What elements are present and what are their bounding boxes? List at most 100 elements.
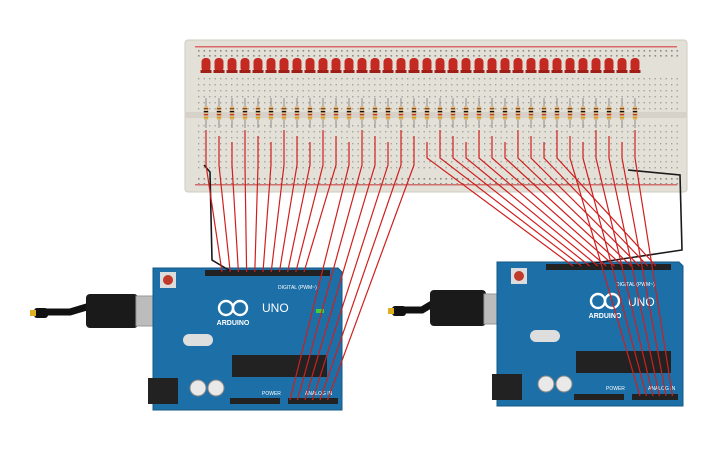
signal-wire[interactable] bbox=[465, 142, 599, 267]
resistor[interactable] bbox=[450, 98, 456, 128]
signal-wire[interactable] bbox=[319, 130, 402, 401]
signal-wire[interactable] bbox=[254, 136, 259, 273]
led[interactable] bbox=[356, 58, 368, 73]
resistor[interactable] bbox=[502, 98, 508, 128]
resistor[interactable] bbox=[424, 98, 430, 128]
led[interactable] bbox=[538, 58, 550, 73]
led[interactable] bbox=[486, 58, 498, 73]
led[interactable] bbox=[421, 58, 433, 73]
resistor[interactable] bbox=[385, 98, 391, 128]
resistor[interactable] bbox=[216, 98, 222, 128]
led[interactable] bbox=[382, 58, 394, 73]
signal-wire[interactable] bbox=[634, 130, 674, 397]
signal-wire[interactable] bbox=[262, 142, 272, 273]
led[interactable] bbox=[213, 58, 225, 73]
led[interactable] bbox=[239, 58, 251, 73]
led[interactable] bbox=[343, 58, 355, 73]
resistor[interactable] bbox=[307, 98, 313, 128]
led[interactable] bbox=[304, 58, 316, 73]
resistor[interactable] bbox=[281, 98, 287, 128]
ground-wire[interactable] bbox=[574, 169, 683, 267]
signal-wire[interactable] bbox=[621, 142, 667, 397]
resistor[interactable] bbox=[515, 98, 521, 128]
signal-wire[interactable] bbox=[478, 130, 607, 267]
signal-wire[interactable] bbox=[304, 136, 376, 401]
signal-wire[interactable] bbox=[303, 136, 337, 273]
arduino-uno-board-2[interactable]: ARDUINO UNO DIGITAL (PWM~) POWER ANALOG … bbox=[492, 261, 684, 407]
resistor[interactable] bbox=[203, 98, 209, 128]
resistor[interactable] bbox=[593, 98, 599, 128]
led[interactable] bbox=[473, 58, 485, 73]
arduino-uno-board-1[interactable]: ARDUINO UNO DIGITAL (PWM~) POWER ANALOG … bbox=[148, 267, 343, 411]
led[interactable] bbox=[252, 58, 264, 73]
signal-wire[interactable] bbox=[244, 130, 248, 273]
resistor[interactable] bbox=[437, 98, 443, 128]
led[interactable] bbox=[577, 58, 589, 73]
led[interactable] bbox=[525, 58, 537, 73]
led[interactable] bbox=[317, 58, 329, 73]
signal-wire[interactable] bbox=[426, 142, 574, 267]
resistor[interactable] bbox=[411, 98, 417, 128]
led[interactable] bbox=[200, 58, 212, 73]
resistor[interactable] bbox=[320, 98, 326, 128]
led[interactable] bbox=[330, 58, 342, 73]
signal-wire[interactable] bbox=[287, 142, 311, 273]
reset-button[interactable] bbox=[163, 275, 173, 285]
signal-wire[interactable] bbox=[569, 136, 641, 397]
signal-wire[interactable] bbox=[311, 142, 389, 401]
signal-wire[interactable] bbox=[439, 130, 582, 267]
led[interactable] bbox=[603, 58, 615, 73]
signal-wire[interactable] bbox=[608, 136, 661, 397]
led[interactable] bbox=[265, 58, 277, 73]
led[interactable] bbox=[434, 58, 446, 73]
resistor[interactable] bbox=[528, 98, 534, 128]
signal-wire[interactable] bbox=[582, 142, 648, 397]
resistor[interactable] bbox=[229, 98, 235, 128]
signal-wire[interactable] bbox=[595, 130, 654, 397]
resistor[interactable] bbox=[398, 98, 404, 128]
led[interactable] bbox=[551, 58, 563, 73]
reset-button[interactable] bbox=[514, 271, 524, 281]
led[interactable] bbox=[564, 58, 576, 73]
led[interactable] bbox=[226, 58, 238, 73]
resistor[interactable] bbox=[268, 98, 274, 128]
signal-wire[interactable] bbox=[231, 142, 239, 273]
signal-wire[interactable] bbox=[278, 136, 298, 273]
resistor[interactable] bbox=[606, 98, 612, 128]
resistor[interactable] bbox=[554, 98, 560, 128]
resistor[interactable] bbox=[463, 98, 469, 128]
signal-wire[interactable] bbox=[556, 130, 657, 267]
resistor[interactable] bbox=[333, 98, 339, 128]
resistor[interactable] bbox=[346, 98, 352, 128]
resistor[interactable] bbox=[294, 98, 300, 128]
signal-wire[interactable] bbox=[296, 130, 363, 401]
led[interactable] bbox=[590, 58, 602, 73]
signal-wire[interactable] bbox=[517, 130, 632, 267]
led[interactable] bbox=[278, 58, 290, 73]
led[interactable] bbox=[447, 58, 459, 73]
led[interactable] bbox=[629, 58, 641, 73]
signal-wire[interactable] bbox=[218, 136, 231, 273]
resistor[interactable] bbox=[580, 98, 586, 128]
usb-cable-2[interactable] bbox=[388, 290, 515, 326]
resistor[interactable] bbox=[242, 98, 248, 128]
resistor[interactable] bbox=[567, 98, 573, 128]
resistor[interactable] bbox=[359, 98, 365, 128]
signal-wire[interactable] bbox=[530, 136, 640, 267]
led[interactable] bbox=[499, 58, 511, 73]
resistor[interactable] bbox=[372, 98, 378, 128]
resistor[interactable] bbox=[255, 98, 261, 128]
resistor[interactable] bbox=[632, 98, 638, 128]
signal-wire[interactable] bbox=[504, 142, 624, 267]
signal-wire[interactable] bbox=[452, 136, 590, 267]
usb-cable-1[interactable] bbox=[30, 294, 171, 328]
signal-wire[interactable] bbox=[270, 130, 285, 273]
signal-wire[interactable] bbox=[205, 130, 223, 273]
led[interactable] bbox=[408, 58, 420, 73]
led[interactable] bbox=[460, 58, 472, 73]
signal-wire[interactable] bbox=[295, 130, 324, 273]
resistor[interactable] bbox=[476, 98, 482, 128]
resistor[interactable] bbox=[489, 98, 495, 128]
resistor[interactable] bbox=[541, 98, 547, 128]
led[interactable] bbox=[369, 58, 381, 73]
